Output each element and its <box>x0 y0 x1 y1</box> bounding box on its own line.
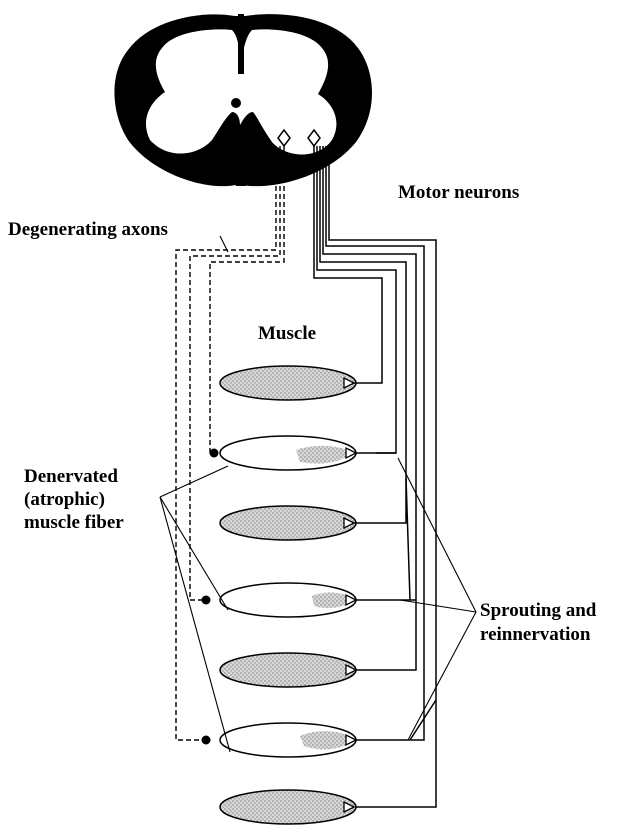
muscle-fibers <box>220 366 356 824</box>
label-motor-neurons: Motor neurons <box>398 182 519 203</box>
muscle-fiber-normal <box>220 366 356 400</box>
surviving-axons <box>314 146 436 807</box>
label-degenerating-axons: Degenerating axons <box>8 219 168 240</box>
spinal-cord-cross-section <box>114 14 372 186</box>
central-canal <box>231 98 241 108</box>
degenerated-terminal-dot <box>210 449 219 458</box>
degenerated-terminal-dot <box>202 596 211 605</box>
label-sprouting-line2: reinnervation <box>480 624 591 645</box>
label-sprouting-line1: Sprouting and <box>480 600 597 621</box>
muscle-fiber-normal <box>220 790 356 824</box>
label-denervated-line2: (atrophic) <box>24 489 105 510</box>
degenerated-terminal-dot <box>202 736 211 745</box>
label-denervated-line1: Denervated <box>24 466 118 487</box>
muscle-fiber-normal <box>220 506 356 540</box>
label-muscle: Muscle <box>258 323 316 344</box>
label-denervated-line3: muscle fiber <box>24 512 124 533</box>
muscle-fiber-normal <box>220 653 356 687</box>
